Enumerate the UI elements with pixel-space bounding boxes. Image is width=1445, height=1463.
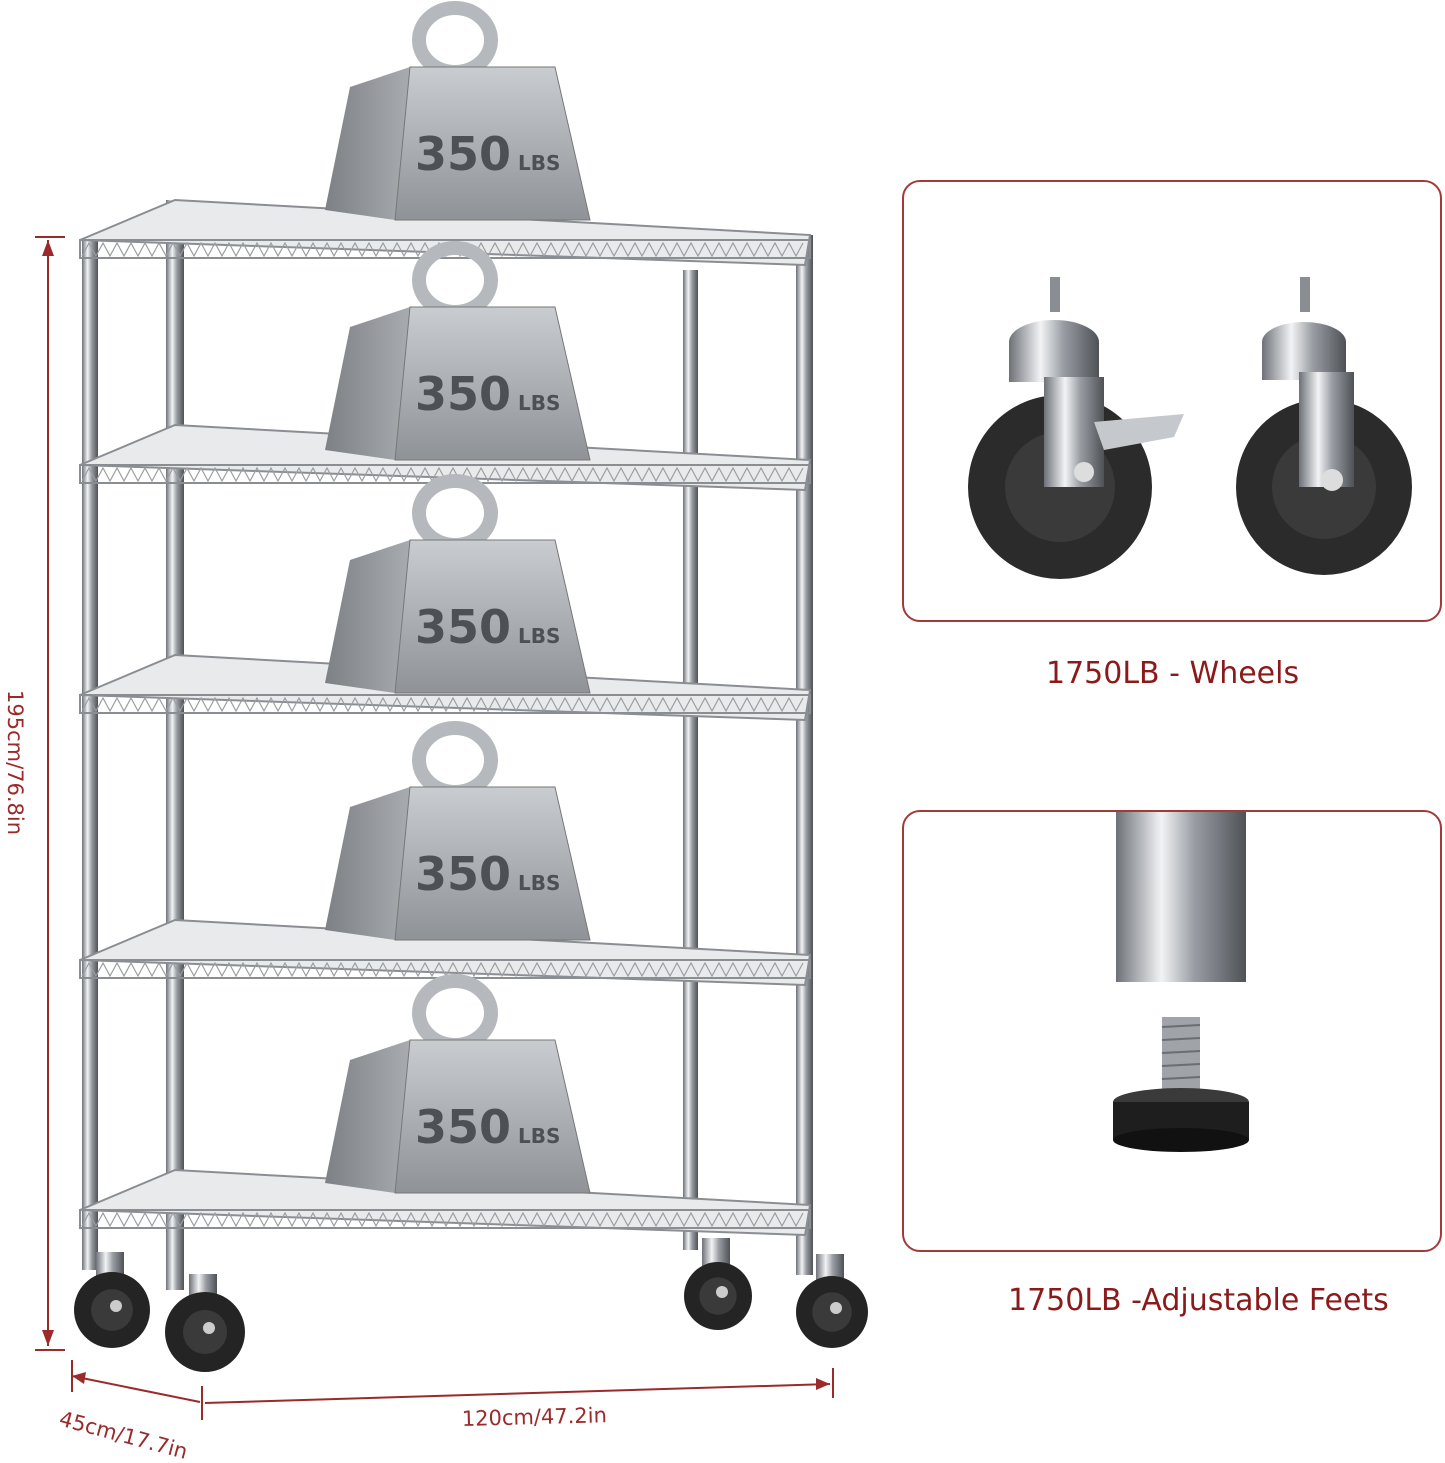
adjustable-foot-icon	[1113, 812, 1249, 1152]
caster-wheel	[796, 1254, 868, 1348]
wheels-panel	[902, 180, 1442, 622]
feet-caption: 1750LB -Adjustable Feets	[1008, 1283, 1389, 1318]
caster-wheel	[165, 1274, 245, 1372]
post-back-left	[166, 200, 184, 1290]
weights: 350 LBS 350 LBS 350 LBS 350 LBS 350 LBS	[325, 1, 591, 1194]
shelf-casters	[74, 1238, 868, 1372]
weight-350lbs: 350 LBS	[325, 241, 591, 461]
feet-panel	[902, 810, 1442, 1252]
post-back-right	[683, 270, 698, 1250]
weight-label: 350 LBS	[415, 367, 560, 421]
post-front-right	[796, 235, 813, 1275]
wire-shelf	[79, 198, 812, 267]
height-label: 195cm/76.8in	[3, 690, 27, 835]
height-dimension	[35, 236, 834, 1420]
post-front-left	[82, 240, 98, 1270]
weight-350lbs: 350 LBS	[325, 721, 591, 941]
wire-shelf	[79, 1168, 812, 1237]
weight-350lbs: 350 LBS	[325, 474, 591, 694]
weight-350lbs: 350 LBS	[325, 974, 591, 1194]
wheels-caption: 1750LB - Wheels	[1046, 656, 1300, 691]
caster-wheel	[684, 1238, 752, 1330]
weight-350lbs: 350 LBS	[325, 1, 591, 221]
width-label: 120cm/47.2in	[462, 1403, 608, 1431]
caster-wheels-icon	[968, 277, 1412, 579]
caster-wheel	[74, 1252, 150, 1348]
depth-label: 45cm/17.7in	[57, 1407, 190, 1463]
